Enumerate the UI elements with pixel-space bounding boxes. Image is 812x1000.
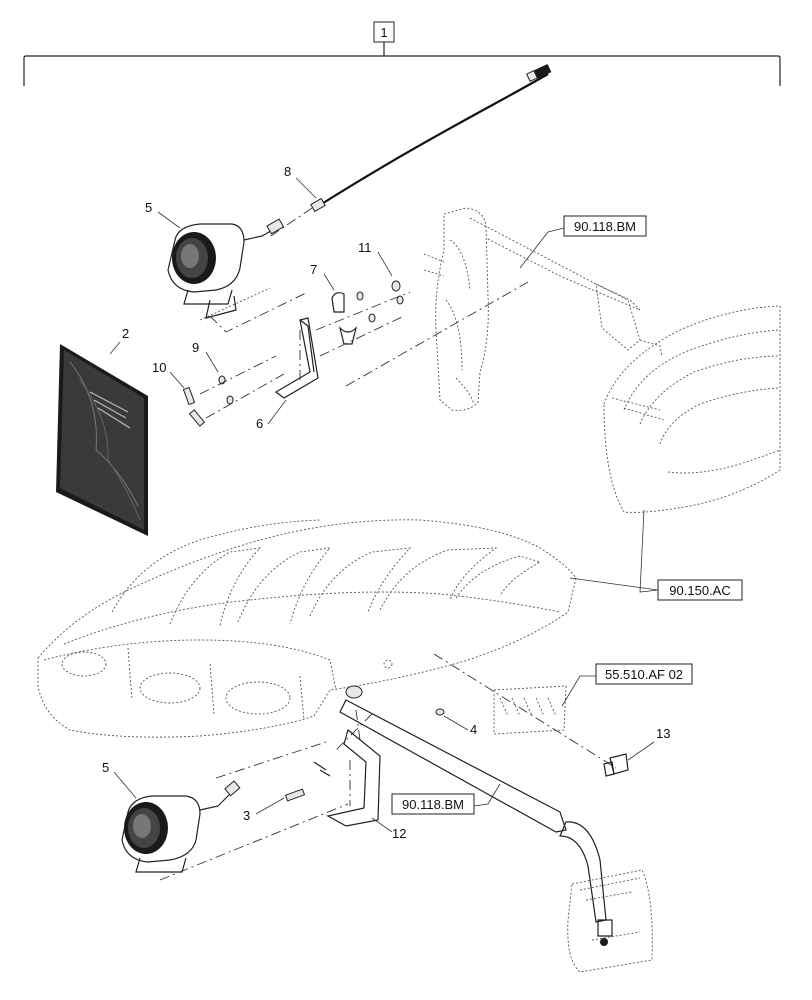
svg-text:8: 8 xyxy=(284,164,291,179)
svg-text:3: 3 xyxy=(243,808,250,823)
cab-corner-detail xyxy=(603,305,781,513)
callout-13: 13 xyxy=(627,726,670,761)
reference-mirror-arm-lower: 90.118.BM xyxy=(391,783,501,815)
svg-text:11: 11 xyxy=(358,240,372,255)
svg-text:6: 6 xyxy=(256,416,263,431)
bolt-lower xyxy=(284,788,306,802)
callout-11: 11 xyxy=(358,240,393,277)
svg-text:13: 13 xyxy=(656,726,670,741)
clamp-and-nuts xyxy=(315,280,411,357)
cab-roof xyxy=(37,519,617,769)
svg-text:10: 10 xyxy=(152,360,166,375)
assembly-number: 1 xyxy=(380,25,387,40)
reference-mirror-arm-upper: 90.118.BM xyxy=(519,215,647,269)
callout-6: 6 xyxy=(256,399,287,431)
wire-harness xyxy=(267,63,552,239)
svg-text:5: 5 xyxy=(102,760,109,775)
callout-3: 3 xyxy=(243,797,285,823)
svg-text:4: 4 xyxy=(470,722,477,737)
callout-4: 4 xyxy=(443,715,477,737)
callout-8: 8 xyxy=(284,164,317,199)
callout-2: 2 xyxy=(109,326,129,355)
svg-text:90.118.BM: 90.118.BM xyxy=(574,219,636,234)
callout-9: 9 xyxy=(192,340,219,373)
svg-text:90.150.AC: 90.150.AC xyxy=(669,583,730,598)
mirror-arm-lower xyxy=(335,685,653,973)
assembly-bracket: 1 xyxy=(23,21,781,86)
svg-text:12: 12 xyxy=(392,826,406,841)
work-light-lower xyxy=(121,741,349,881)
bolts-and-washers-left xyxy=(182,355,285,427)
mounting-bracket-upper xyxy=(274,317,319,399)
reference-decal: 55.510.AF 02 xyxy=(561,663,693,707)
callout-10: 10 xyxy=(152,360,185,389)
mounting-bracket-lower xyxy=(313,728,381,827)
installation-manual xyxy=(56,344,148,536)
reference-cab-roof: 90.150.AC xyxy=(569,509,743,601)
callout-5-upper: 5 xyxy=(145,200,181,229)
callout-7: 7 xyxy=(310,262,335,291)
callout-5-lower: 5 xyxy=(102,760,137,799)
svg-text:7: 7 xyxy=(310,262,317,277)
work-light-upper xyxy=(167,218,309,333)
svg-text:9: 9 xyxy=(192,340,199,355)
callout-12: 12 xyxy=(371,817,406,841)
mirror-arm-upper xyxy=(345,207,641,411)
svg-text:90.118.BM: 90.118.BM xyxy=(402,797,464,812)
svg-text:55.510.AF 02: 55.510.AF 02 xyxy=(605,667,683,682)
svg-text:5: 5 xyxy=(145,200,152,215)
washer xyxy=(435,708,445,716)
svg-text:2: 2 xyxy=(122,326,129,341)
connector xyxy=(603,753,629,777)
decal-strip xyxy=(493,685,567,735)
